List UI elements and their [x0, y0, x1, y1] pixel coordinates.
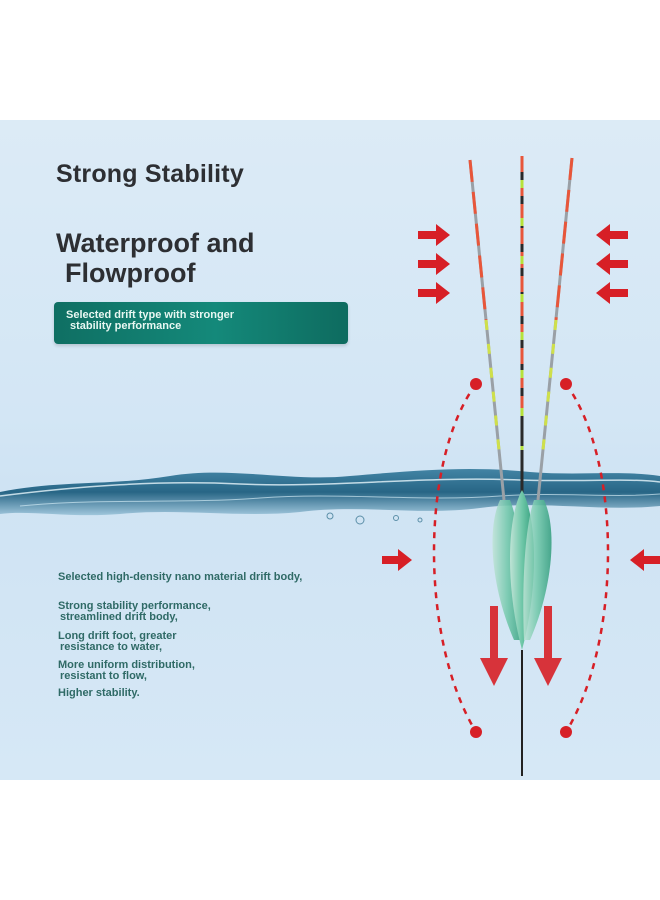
feature-item: Long drift foot, greater resistance to w… — [58, 631, 177, 653]
arrow-right-icon — [382, 224, 450, 571]
feature-line-2: resistance to water, — [60, 641, 163, 653]
subheadline-line-1: Waterproof and — [56, 228, 255, 258]
water-wave-icon — [0, 469, 660, 525]
arrow-down-icon — [480, 606, 562, 686]
subheadline: Waterproof and Flowproof — [56, 228, 255, 288]
feature-line-1: Selected high-density nano material drif… — [58, 571, 303, 583]
feature-line-1: Higher stability. — [58, 687, 140, 699]
feature-item: Selected high-density nano material drif… — [58, 572, 302, 583]
feature-line-1: Strong stability performance, — [58, 600, 211, 612]
feature-line-2: streamlined drift body, — [60, 611, 178, 623]
product-panel: Strong Stability Waterproof and Flowproo… — [0, 120, 660, 780]
feature-item: More uniform distribution, resistant to … — [58, 660, 195, 682]
feature-banner: Selected drift type with stronger stabil… — [54, 302, 348, 344]
float-illustration — [0, 156, 660, 776]
flow-lines — [432, 383, 610, 733]
feature-line-1: More uniform distribution, — [58, 659, 195, 671]
subheadline-line-2: Flowproof — [65, 258, 196, 288]
feature-item: Higher stability. — [58, 688, 140, 699]
headline: Strong Stability — [56, 160, 244, 188]
feature-line-1: Long drift foot, greater — [58, 630, 177, 642]
feature-line-2: resistant to flow, — [60, 670, 147, 682]
feature-item: Strong stability performance, streamline… — [58, 601, 211, 623]
banner-line-1: Selected drift type with stronger — [66, 309, 235, 321]
banner-text: Selected drift type with stronger stabil… — [66, 310, 234, 332]
arrow-left-icon — [596, 224, 660, 571]
banner-line-2: stability performance — [70, 320, 182, 332]
fishing-float-icon — [468, 156, 574, 776]
